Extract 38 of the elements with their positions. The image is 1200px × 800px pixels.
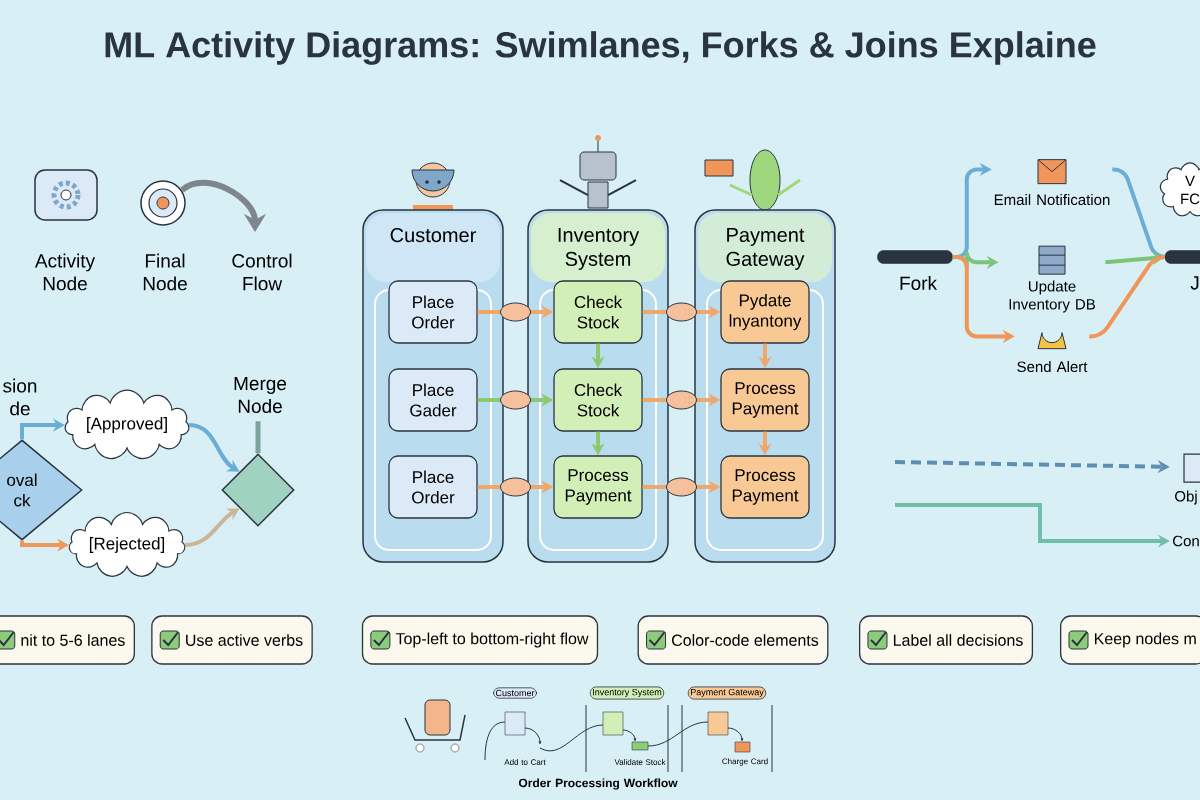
action-box: Process Payment	[553, 455, 643, 519]
lane-tag: Customer	[493, 687, 537, 699]
action-box: Place Order	[388, 280, 478, 344]
guard-cloud: [Rejected]	[68, 511, 186, 577]
text-label: Validate Stock	[614, 759, 666, 765]
action-box: Pydate lnyantony	[720, 280, 810, 344]
thought-cloud: V FC	[1159, 162, 1200, 217]
tip-card: nit to 5-6 lanes	[0, 615, 135, 665]
text-label: Final Node	[143, 253, 187, 291]
action-box: Process Payment	[720, 368, 810, 432]
tip-card: Keep nodes m	[1060, 615, 1200, 665]
title: ML Activity Diagrams: Swimlanes, Forks & Joins Explaine	[105, 31, 1096, 65]
tip-card: Use active verbs	[151, 615, 313, 665]
node-caption: Merge Node	[234, 377, 287, 414]
tip-card: Top-left to bottom-right flow	[361, 615, 599, 665]
synchronization-bar	[1164, 250, 1200, 264]
action-box: Place Order	[388, 455, 478, 519]
action-box: Check Stock	[553, 368, 643, 432]
action-box: Place Gader	[388, 368, 478, 432]
node-caption: Fork	[900, 276, 938, 290]
tip-card: Label all decisions	[859, 615, 1034, 665]
node-caption: J	[1190, 276, 1199, 290]
connector-line	[1089, 255, 1165, 339]
text-label: Order Processing Workflow	[518, 778, 678, 790]
synchronization-bar	[877, 250, 953, 264]
lane-tag: Payment Gateway	[687, 686, 767, 700]
action-box: Check Stock	[553, 280, 643, 344]
tip-card: Color-code elements	[637, 615, 829, 665]
text-label: sion de	[3, 378, 37, 416]
action-box: Process Payment	[720, 455, 810, 519]
text-label: Control Flow	[232, 253, 292, 291]
merge-diamond	[221, 421, 295, 527]
text-label: Activity Node	[34, 253, 96, 291]
guard-cloud: [Approved]	[64, 389, 190, 460]
flow-label: Con	[1173, 535, 1199, 547]
text-label: Add to Cart	[504, 759, 546, 765]
lane-tag: Inventory System	[589, 686, 665, 700]
text-label: Charge Card	[722, 758, 768, 766]
